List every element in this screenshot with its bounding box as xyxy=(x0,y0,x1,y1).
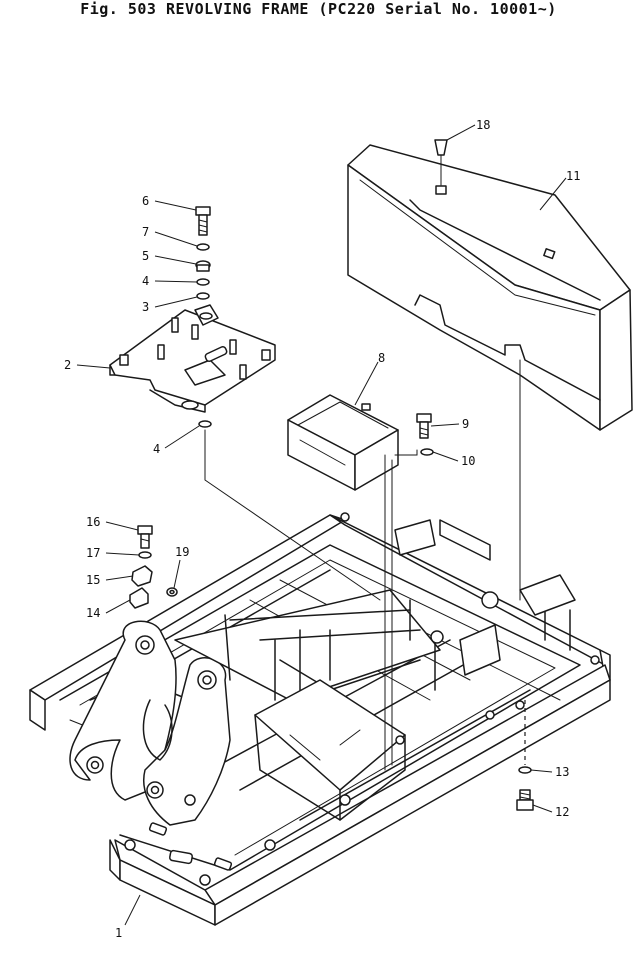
washer-7 xyxy=(196,243,210,251)
center-beam-top xyxy=(174,589,441,701)
callout-6: 6 xyxy=(142,194,149,208)
revolving-frame xyxy=(29,512,611,926)
mount-plate xyxy=(109,304,276,413)
upper-frame-rail xyxy=(439,519,491,561)
assembly-lines xyxy=(204,359,526,771)
upper-frame-block xyxy=(394,519,436,556)
callout-8: 8 xyxy=(378,351,385,365)
callout-5: 5 xyxy=(142,249,149,263)
callout-17: 17 xyxy=(86,546,100,560)
callout-10: 10 xyxy=(461,454,475,468)
callout-leaders xyxy=(76,124,567,926)
callout-7: 7 xyxy=(142,225,149,239)
callout-16: 16 xyxy=(86,515,100,529)
callout-2: 2 xyxy=(64,358,71,372)
cover-front xyxy=(347,164,601,431)
callout-13: 13 xyxy=(555,765,569,779)
callout-15: 15 xyxy=(86,573,100,587)
callout-19: 19 xyxy=(175,545,189,559)
callout-11: 11 xyxy=(566,169,580,183)
frame-right-face xyxy=(214,679,611,926)
right-inner-bracket xyxy=(459,624,501,676)
callout-12: 12 xyxy=(555,805,569,819)
callout-1: 1 xyxy=(115,926,122,940)
figure-title: Fig. 503 REVOLVING FRAME (PC220 Serial N… xyxy=(80,0,557,18)
boom-bracket-left xyxy=(69,620,177,801)
callout-4-top: 4 xyxy=(142,274,149,288)
bolt-12-group xyxy=(516,766,534,811)
callout-labels: 6 7 5 4 3 2 4 8 9 10 11 18 12 13 16 17 1… xyxy=(64,118,580,940)
cover-end xyxy=(599,289,633,431)
frame-left-rail-face xyxy=(29,689,46,731)
battery-box xyxy=(287,394,399,491)
callout-18: 18 xyxy=(476,118,490,132)
mount-bolt-stack xyxy=(195,206,212,428)
bracket-hardware xyxy=(129,525,178,609)
bolt-9-group xyxy=(416,413,434,456)
callout-3: 3 xyxy=(142,300,149,314)
callout-4-bottom: 4 xyxy=(153,442,160,456)
washer-4-top xyxy=(196,278,210,286)
frame-right-rail xyxy=(204,664,611,906)
plug-18 xyxy=(434,139,448,186)
callout-9: 9 xyxy=(462,417,469,431)
frame-cover xyxy=(347,144,633,431)
callout-14: 14 xyxy=(86,606,100,620)
right-frame-bracket xyxy=(519,574,576,616)
box-side xyxy=(354,429,399,491)
spacer-3 xyxy=(196,292,210,300)
washer-4-bottom xyxy=(198,420,212,428)
bolt-6-head xyxy=(195,206,211,216)
